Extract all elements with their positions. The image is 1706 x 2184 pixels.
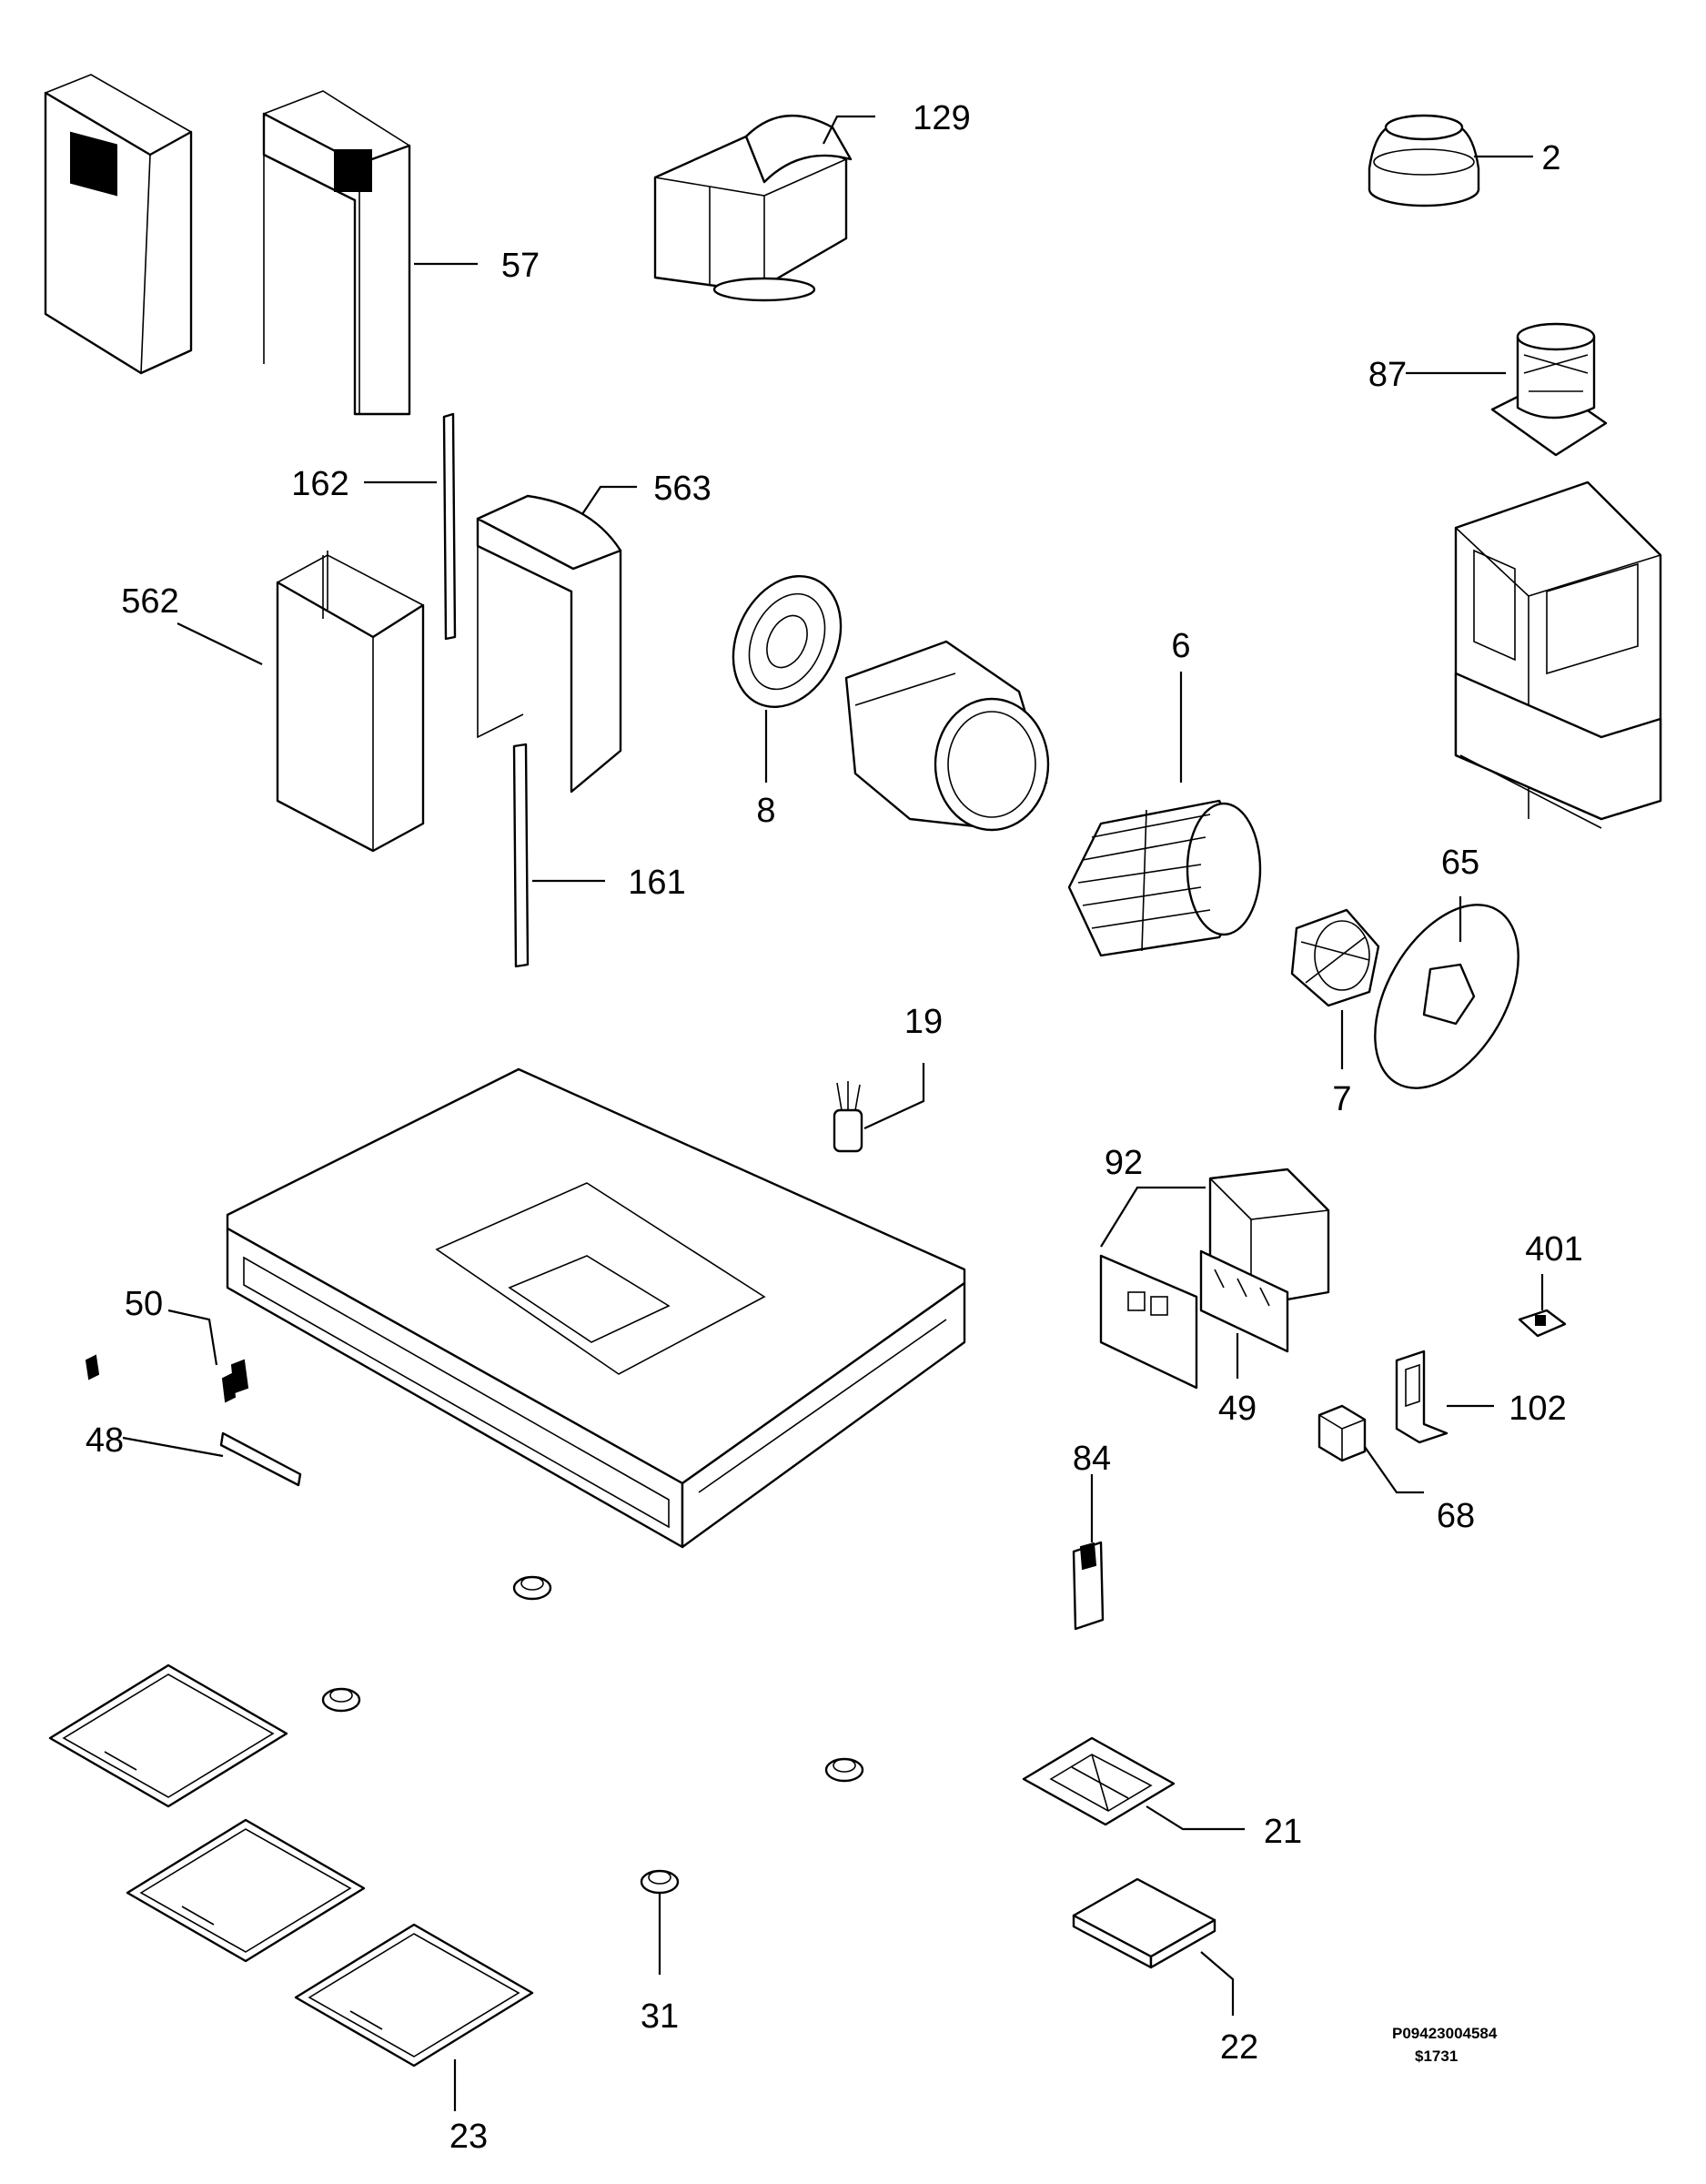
callout-92: 92: [1105, 1144, 1143, 1182]
part-50-brackets[interactable]: [85, 1354, 249, 1403]
knob-center[interactable]: [824, 1757, 864, 1783]
leader-22: [1200, 1951, 1235, 2016]
motor-housing-frame[interactable]: [1454, 480, 1662, 829]
callout-563: 563: [653, 470, 711, 508]
fan-scroll-housing[interactable]: [844, 640, 1050, 832]
leader-21: [1146, 1805, 1245, 1831]
part-162-guide-rail[interactable]: [442, 412, 457, 641]
part-19-capacitor[interactable]: [833, 1081, 863, 1153]
part-87-flange-adapter[interactable]: [1490, 322, 1608, 457]
knob-upper-left[interactable]: [512, 1575, 552, 1601]
callout-8: 8: [756, 792, 775, 830]
part-129-air-deflector[interactable]: [653, 114, 853, 302]
part-65-back-plate[interactable]: [1346, 880, 1549, 1113]
part-7-motor[interactable]: [1290, 908, 1380, 1007]
part-2-duct-connector[interactable]: [1368, 114, 1480, 207]
callout-48: 48: [86, 1421, 124, 1460]
part-49-pcb-panel[interactable]: [1199, 1249, 1289, 1353]
part-21-filter-holder[interactable]: [1022, 1736, 1176, 1826]
callout-22: 22: [1220, 2028, 1258, 2067]
callout-68: 68: [1437, 1497, 1475, 1535]
part-23-grease-filters[interactable]: [48, 1663, 534, 2068]
hood-main-body[interactable]: [226, 1067, 966, 1549]
leader-lines: [122, 115, 1544, 2111]
callout-65: 65: [1441, 844, 1479, 882]
leader-48: [122, 1436, 224, 1458]
leader-68: [1364, 1446, 1424, 1494]
callout-401: 401: [1525, 1230, 1582, 1269]
callout-49: 49: [1218, 1390, 1257, 1428]
part-401-clip[interactable]: [1518, 1309, 1567, 1338]
drawing-codes: P09423004584 $1731: [1392, 2025, 1498, 2065]
drawing-code: P09423004584: [1392, 2025, 1498, 2042]
callout-102: 102: [1509, 1390, 1566, 1428]
callout-57: 57: [501, 247, 540, 285]
callout-50: 50: [125, 1285, 163, 1323]
sheet-code: $1731: [1415, 2048, 1458, 2065]
part-22-filter-pad[interactable]: [1072, 1877, 1216, 1969]
part-102-switch-bracket[interactable]: [1395, 1350, 1449, 1444]
callout-562: 562: [121, 582, 178, 621]
callout-2: 2: [1541, 139, 1560, 177]
part-68-relay[interactable]: [1317, 1404, 1367, 1462]
callout-87: 87: [1368, 356, 1407, 394]
callout-161: 161: [628, 864, 685, 902]
callout-21: 21: [1264, 1813, 1302, 1851]
part-48-strip[interactable]: [219, 1431, 302, 1487]
callout-7: 7: [1332, 1080, 1351, 1118]
callout-31: 31: [641, 1997, 679, 2036]
callout-19: 19: [904, 1003, 943, 1041]
part-6-fan-wheel[interactable]: [1067, 799, 1262, 957]
leader-19: [863, 1063, 925, 1129]
leader-92: [1100, 1186, 1206, 1248]
callout-6: 6: [1171, 627, 1190, 665]
part-161-guide-rail[interactable]: [512, 743, 530, 968]
callout-84: 84: [1073, 1440, 1111, 1478]
callout-129: 129: [913, 99, 970, 137]
callout-23: 23: [449, 2118, 488, 2156]
leader-562: [177, 622, 263, 665]
leader-563: [581, 485, 637, 515]
leader-129: [823, 115, 875, 145]
part-8-inlet-ring[interactable]: [712, 559, 861, 724]
part-31-knob[interactable]: [640, 1869, 680, 1895]
part-563-lower-chimney-inner[interactable]: [476, 494, 622, 794]
knob-left[interactable]: [321, 1687, 361, 1713]
callout-162: 162: [291, 465, 348, 503]
leader-50: [167, 1309, 218, 1366]
part-84-light-module[interactable]: [1072, 1541, 1105, 1631]
part-57-upper-chimney[interactable]: [44, 74, 411, 416]
callout-labels: 129 2 57 87 162 563 562 6 8 161 65 19 7 …: [86, 99, 1583, 2156]
part-562-lower-chimney[interactable]: [276, 551, 425, 853]
